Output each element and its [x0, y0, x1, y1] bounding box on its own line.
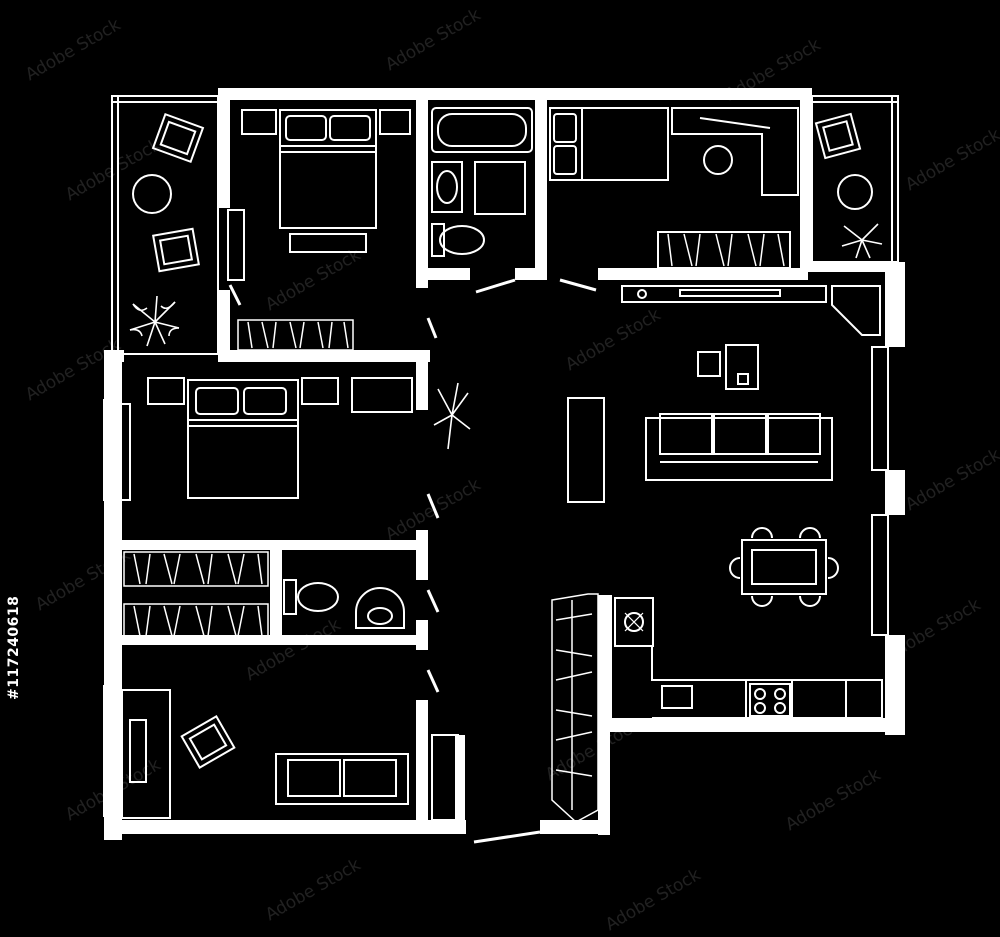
sofa-icon [645, 413, 833, 481]
bathtub-icon [431, 107, 533, 153]
door [475, 278, 516, 294]
nightstand-icon [241, 109, 277, 135]
sink-icon [355, 587, 405, 629]
sink-icon [431, 161, 463, 213]
wardrobe [657, 231, 791, 269]
door [426, 589, 440, 613]
right-balcony [811, 95, 899, 263]
armchair-icon [697, 344, 759, 390]
single-bed-icon [549, 107, 669, 181]
door [559, 278, 597, 292]
office-chair-icon [703, 145, 733, 175]
corner-desk-icon [671, 107, 799, 196]
plant-icon [841, 223, 883, 259]
stock-id-label: #117240618 [6, 595, 22, 700]
nightstand-icon [147, 377, 185, 405]
bench-icon [289, 233, 367, 253]
door [426, 317, 438, 339]
nightstand-icon [379, 109, 411, 135]
toilet-icon [431, 223, 485, 257]
window [103, 399, 121, 501]
sofa-icon [275, 753, 409, 805]
cabinet-icon [431, 734, 459, 821]
stove-icon [614, 597, 654, 647]
wardrobe [551, 593, 599, 823]
window [871, 346, 889, 471]
plant-icon [433, 382, 471, 450]
sink-icon [661, 685, 693, 709]
armchair-icon [180, 715, 236, 769]
console-table-icon [567, 397, 605, 503]
double-bed-icon [279, 109, 377, 229]
door [228, 284, 242, 306]
cooktop-icon [749, 683, 791, 717]
dresser-icon [351, 377, 413, 413]
armchair-icon [814, 112, 862, 160]
door [426, 669, 440, 693]
dining-table-icon [729, 527, 839, 607]
corner-cabinet-icon [831, 285, 881, 336]
left-balcony [111, 95, 219, 355]
armchair-icon [152, 227, 200, 273]
side-table-icon [132, 174, 172, 214]
tv-stand-icon [621, 285, 827, 303]
desk-icon [121, 689, 171, 819]
door [426, 493, 440, 519]
window [871, 514, 889, 636]
plant-icon [129, 295, 180, 347]
door [473, 830, 541, 844]
armchair-icon [151, 112, 205, 164]
double-bed-icon [187, 379, 299, 499]
nightstand-icon [301, 377, 339, 405]
wardrobe [227, 209, 245, 281]
wardrobe [123, 551, 269, 639]
walk-in-wardrobe [237, 319, 354, 351]
toilet-icon [283, 579, 339, 615]
window [103, 685, 121, 817]
shower-tray-icon [474, 161, 526, 215]
side-table-icon [837, 174, 873, 210]
kitchen-counter [651, 646, 883, 719]
